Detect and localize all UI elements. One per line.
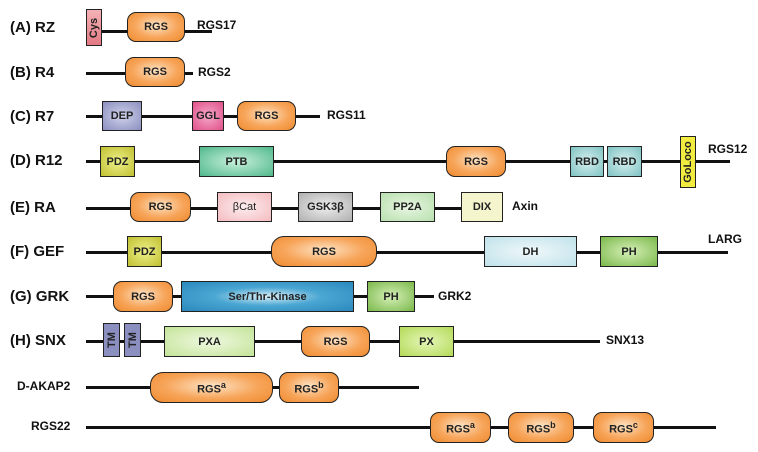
family-label-r12: (D) R12 [10,152,63,169]
domain-ggl: GGL [192,101,224,131]
domain-rgs: RGS [127,12,185,42]
domain-ptb: PTB [199,146,274,177]
protein-backbone [86,207,462,210]
protein-backbone [86,426,716,429]
protein-name-rgs11: RGS11 [327,108,366,122]
domain-rgs-b: RGSb [508,412,574,443]
domain-pdz: PDZ [100,146,135,177]
domain-gsk3b: GSK3β [298,192,353,222]
domain-dep: DEP [102,101,142,131]
domain-ph: PH [600,236,658,267]
protein-backbone [86,251,728,254]
domain-rgs-b: RGSb [279,372,339,403]
family-label-r7: (C) R7 [10,108,55,125]
protein-name-axin: Axin [512,199,539,213]
family-label-rgs22: RGS22 [31,419,71,433]
domain-dh: DH [484,236,577,267]
domain-rgs: RGS [237,101,296,131]
protein-name-rgs12: RGS12 [708,142,748,156]
protein-name-larg: LARG [708,232,742,246]
domain-ph: PH [367,281,415,312]
family-label-grk: (G) GRK [10,288,70,305]
protein-name-rgs17: RGS17 [197,18,237,32]
family-label-gef: (F) GEF [10,243,65,260]
family-label-snx: (H) SNX [10,332,66,349]
domain-rgs-c: RGSc [593,412,654,443]
protein-name-snx13: SNX13 [606,333,645,347]
domain-bcat: βCat [217,192,272,222]
domain-rgs: RGS [301,326,370,357]
domain-ser-thr-kinase: Ser/Thr-Kinase [181,281,354,312]
domain-rbd: RBD [570,146,604,177]
domain-rgs-a: RGSa [150,372,273,403]
family-label-rz: (A) RZ [10,19,55,36]
domain-rgs: RGS [125,57,185,87]
domain-cys: Cys [86,9,102,46]
domain-rgs: RGS [113,281,173,312]
domain-goloco: GoLoco [680,136,696,188]
family-label-r4: (B) R4 [10,64,55,81]
protein-backbone [86,160,730,163]
domain-pdz: PDZ [127,236,162,267]
domain-rgs-a: RGSa [430,412,491,443]
domain-pxa: PXA [164,326,255,357]
domain-rgs: RGS [130,192,191,222]
protein-name-grk2: GRK2 [438,289,472,303]
domain-px: PX [399,326,454,357]
domain-dix: DIX [461,192,503,222]
domain-pp2a: PP2A [380,192,435,222]
domain-tm: TM [103,323,120,357]
domain-tm: TM [124,323,141,357]
protein-name-rgs2: RGS2 [198,65,231,79]
domain-rbd: RBD [607,146,642,177]
family-label-ra: (E) RA [10,199,56,216]
family-label-d-akap2: D-AKAP2 [17,379,71,393]
domain-rgs: RGS [446,146,506,177]
domain-rgs: RGS [271,236,377,267]
